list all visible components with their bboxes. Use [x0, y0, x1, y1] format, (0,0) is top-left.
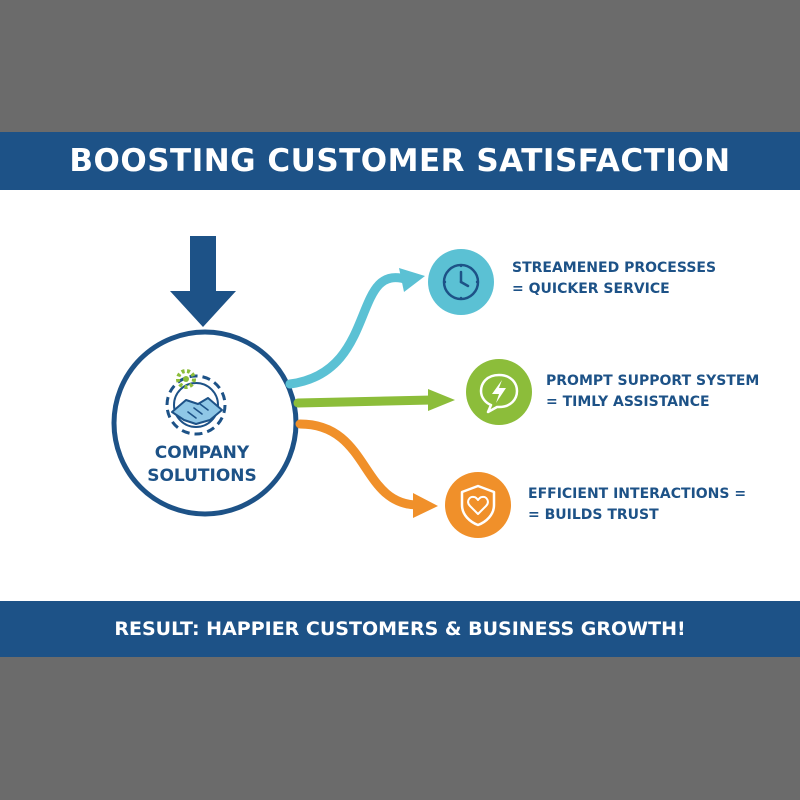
- item-support-line1: PROMPT SUPPORT SYSTEM: [546, 373, 760, 389]
- hub-label-line2: SOLUTIONS: [147, 466, 257, 486]
- connector-streamlined: [285, 268, 425, 389]
- shield-heart-icon: [445, 472, 511, 538]
- connector-interactions: [295, 419, 438, 518]
- item-interactions-line1: EFFICIENT INTERACTIONS =: [528, 486, 747, 502]
- handshake-gear-icon: [165, 369, 227, 436]
- connector-support: [293, 389, 455, 411]
- item-support-line2: = TIMLY ASSISTANCE: [546, 394, 710, 410]
- page-title: BOOSTING CUSTOMER SATISFACTION: [69, 143, 731, 179]
- item-interactions-text: EFFICIENT INTERACTIONS = = BUILDS TRUST: [528, 484, 746, 526]
- item-interactions-line2: = BUILDS TRUST: [528, 507, 659, 523]
- title-banner: BOOSTING CUSTOMER SATISFACTION: [0, 132, 800, 190]
- item-support-text: PROMPT SUPPORT SYSTEM = TIMLY ASSISTANCE: [546, 371, 759, 413]
- item-streamlined-line2: = QUICKER SERVICE: [512, 281, 670, 297]
- item-streamlined-line1: STREAMENED PROCESSES: [512, 260, 717, 276]
- chat-lightning-icon: [466, 359, 532, 425]
- result-banner: RESULT: HAPPIER CUSTOMERS & BUSINESS GRO…: [0, 601, 800, 657]
- down-arrow-icon: [170, 236, 236, 327]
- hub-label-line1: COMPANY: [154, 443, 250, 463]
- clock-icon: [428, 249, 494, 315]
- item-streamlined-text: STREAMENED PROCESSES = QUICKER SERVICE: [512, 258, 716, 300]
- result-text: RESULT: HAPPIER CUSTOMERS & BUSINESS GRO…: [114, 618, 686, 640]
- hub-label: COMPANY SOLUTIONS: [132, 442, 272, 488]
